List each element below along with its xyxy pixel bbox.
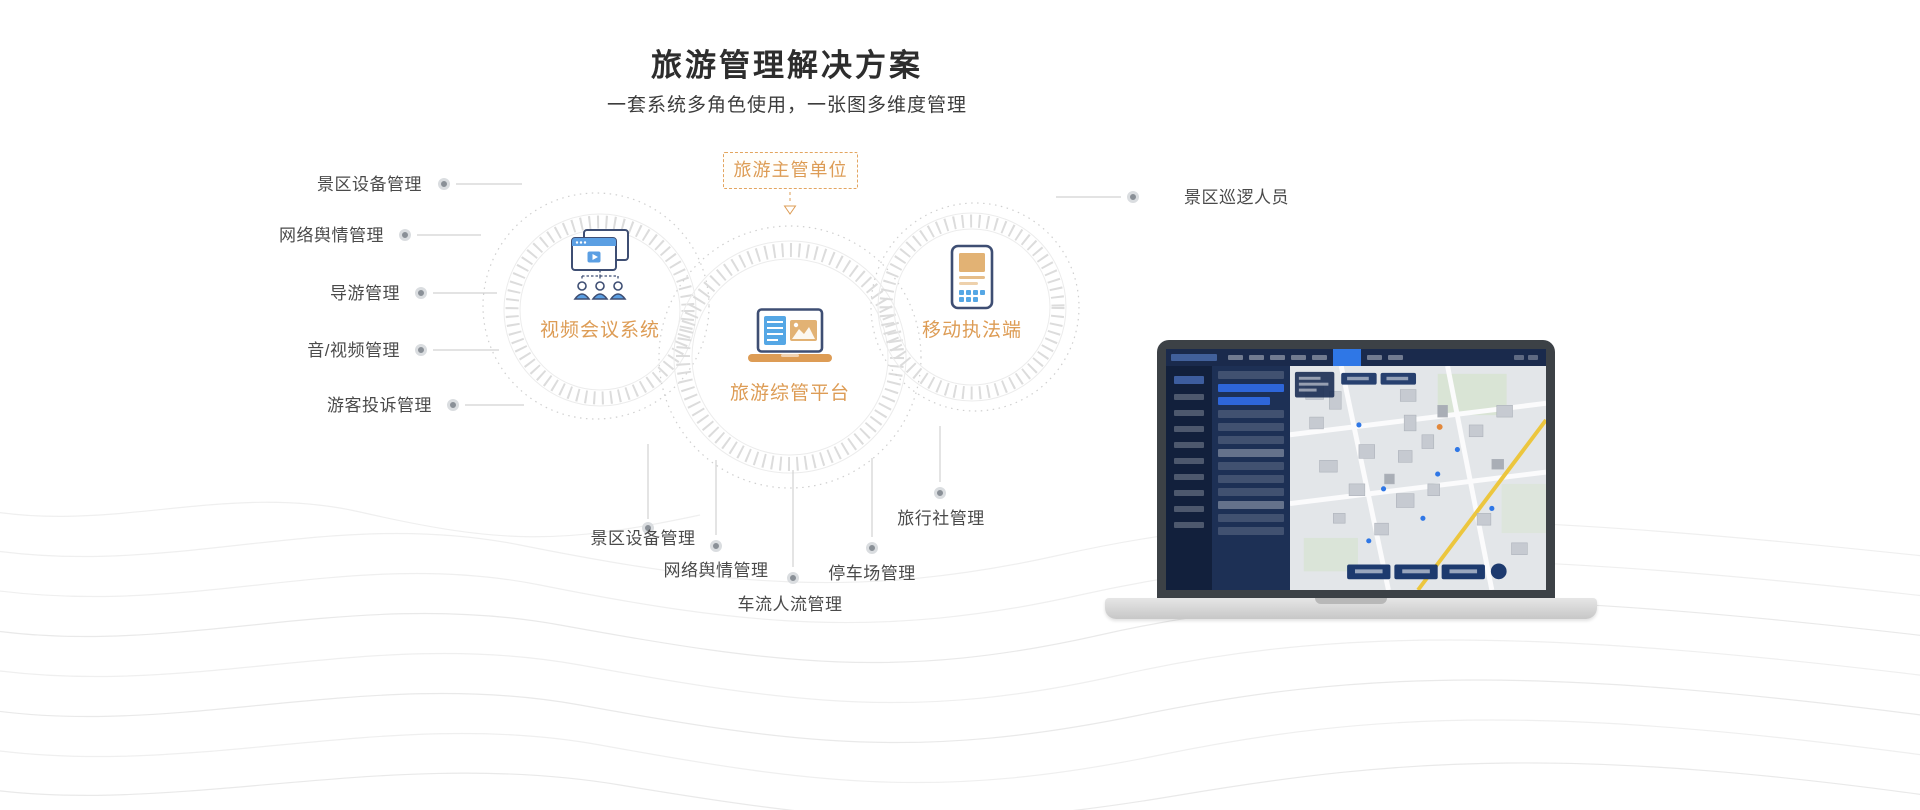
bottom-label-public-opinion: 网络舆情管理: [663, 561, 769, 580]
page-title: 旅游管理解决方案: [651, 48, 923, 83]
bottom-label-travel-agency: 旅行社管理: [897, 509, 985, 528]
mobile-enforcement-phone-icon: [950, 244, 994, 310]
authority-arrow: [783, 192, 797, 215]
laptop-base: [1105, 598, 1597, 619]
laptop-base-notch: [1315, 598, 1387, 604]
dashboard-screen: [1166, 349, 1546, 590]
dashboard-user-area: [1512, 355, 1540, 360]
left-label-complaint-management: 游客投诉管理: [327, 396, 432, 415]
dashboard-sidebar: [1166, 366, 1212, 590]
bottom-label-device-management: 景区设备管理: [590, 529, 696, 548]
laptop-screen: [1157, 340, 1555, 602]
map-alert-dot: [1436, 423, 1443, 430]
node-label-platform: 旅游综管平台: [729, 383, 850, 404]
map-info-panel: [1294, 371, 1335, 398]
page-subtitle: 一套系统多角色使用，一张图多维度管理: [606, 95, 967, 116]
connector-lines: [417, 183, 1121, 567]
left-label-av-management: 音/视频管理: [307, 341, 400, 360]
management-platform-laptop-icon: [748, 308, 832, 362]
node-rings: [482, 192, 1080, 489]
map-location-dots: [1356, 422, 1495, 544]
bottom-label-traffic-flow: 车流人流管理: [737, 595, 843, 614]
background-wave-lines: [0, 501, 1920, 810]
laptop-mockup: [1105, 340, 1597, 624]
node-label-video-conference: 视频会议系统: [539, 320, 660, 341]
dashboard-menu: [1225, 349, 1406, 366]
bottom-label-parking: 停车场管理: [828, 564, 916, 583]
video-conference-icon: [571, 229, 629, 300]
map-buildings: [1305, 385, 1528, 555]
authority-box: 旅游主管单位: [723, 152, 858, 189]
map-yellow-road: [1416, 418, 1546, 590]
dot-markers: [399, 178, 1139, 584]
dashboard-map-canvas: [1290, 366, 1546, 590]
dashboard-list-panel: [1212, 366, 1290, 590]
map-bottom-toolbar: [1347, 563, 1507, 580]
right-label-patrol-staff: 景区巡逻人员: [1184, 188, 1289, 207]
node-label-mobile: 移动执法端: [921, 320, 1022, 341]
map-filter-pills: [1341, 372, 1417, 385]
left-label-device-management: 景区设备管理: [317, 175, 422, 194]
dashboard-map: [1290, 366, 1546, 590]
left-label-public-opinion: 网络舆情管理: [279, 226, 384, 245]
dashboard-topbar: [1166, 349, 1546, 366]
dashboard-logo: [1171, 354, 1217, 361]
left-label-guide-management: 导游管理: [330, 284, 400, 303]
